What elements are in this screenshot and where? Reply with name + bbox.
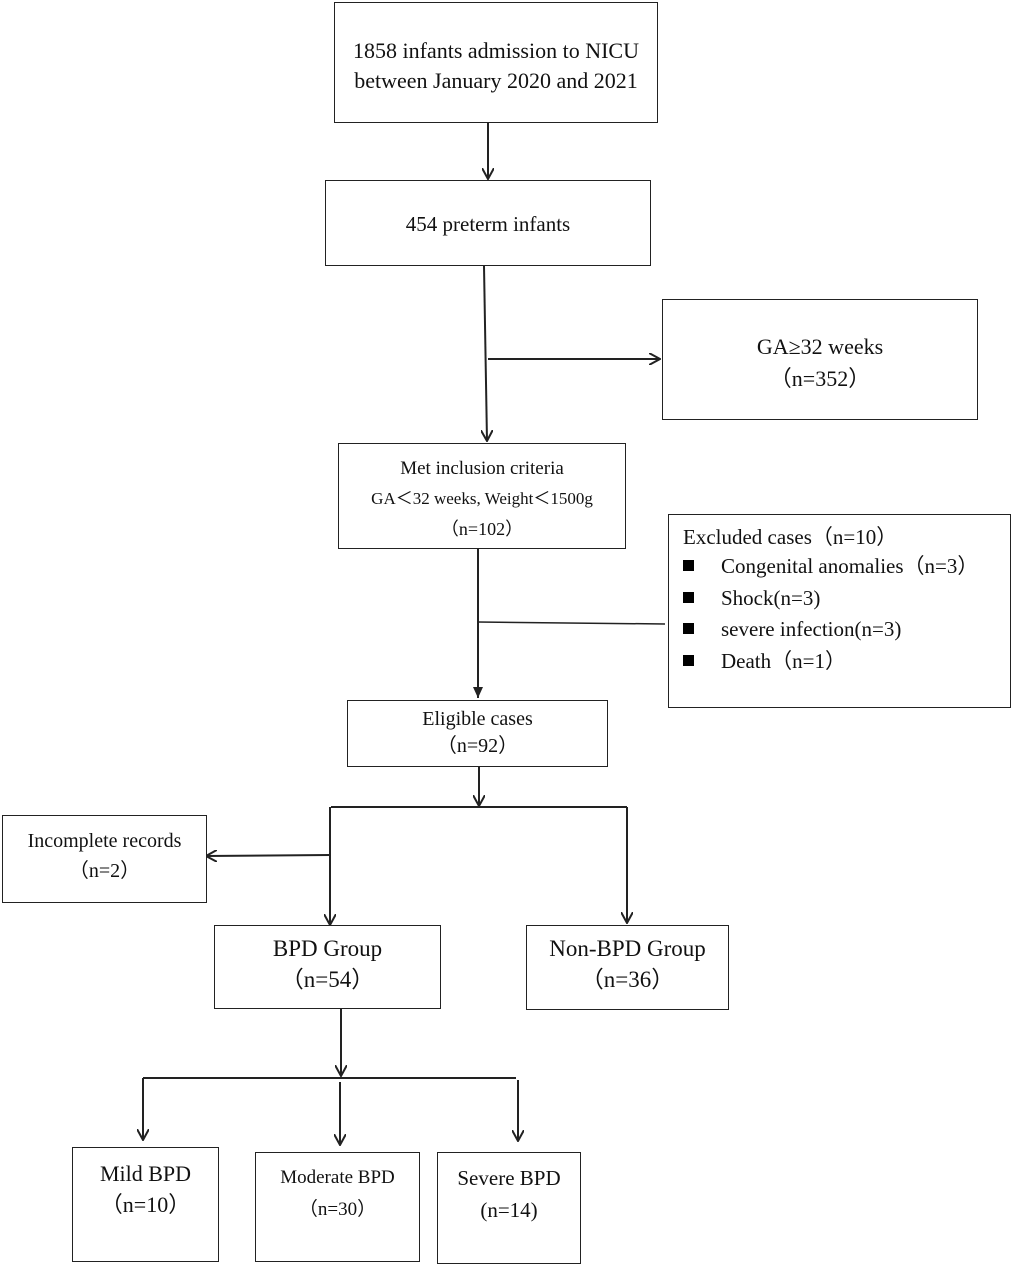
incomplete-line2: （n=2） bbox=[68, 860, 141, 882]
preterm-label: 454 preterm infants bbox=[405, 212, 571, 236]
arrow-to-incomplete bbox=[206, 855, 331, 856]
ga-excluded-box: GA≥32 weeks （n=352） bbox=[662, 299, 978, 420]
inclusion-line3: （n=102） bbox=[440, 519, 524, 539]
bpd-line2: （n=54） bbox=[280, 967, 375, 992]
non-bpd-line2: （n=36） bbox=[580, 967, 675, 992]
excluded-title: Excluded cases（n=10） bbox=[683, 525, 898, 549]
severe-bpd-box: Severe BPD (n=14) bbox=[437, 1152, 581, 1264]
non-bpd-group-box: Non-BPD Group （n=36） bbox=[526, 925, 729, 1010]
ga-excluded-line2: （n=352） bbox=[769, 366, 871, 391]
inclusion-line1: Met inclusion criteria bbox=[400, 458, 564, 479]
admission-line1: 1858 infants admission to NICU bbox=[353, 38, 639, 63]
preterm-box: 454 preterm infants bbox=[325, 180, 651, 266]
non-bpd-line1: Non-BPD Group bbox=[549, 936, 706, 961]
admission-box: 1858 infants admission to NICU between J… bbox=[334, 2, 658, 123]
mild-line1: Mild BPD bbox=[99, 1161, 192, 1186]
incomplete-box: Incomplete records （n=2） bbox=[2, 815, 207, 903]
excluded-item: severe infection(n=3) bbox=[683, 614, 978, 646]
eligible-box: Eligible cases （n=92） bbox=[347, 700, 608, 767]
inclusion-line2: GA＜32 weeks, Weight＜1500g bbox=[371, 489, 593, 508]
moderate-line2: （n=30） bbox=[298, 1199, 377, 1220]
moderate-bpd-box: Moderate BPD （n=30） bbox=[255, 1152, 420, 1262]
eligible-line2: （n=92） bbox=[436, 735, 519, 757]
excluded-cases-box: Excluded cases（n=10） Congenital anomalie… bbox=[668, 514, 1011, 708]
ga-excluded-line1: GA≥32 weeks bbox=[756, 334, 884, 359]
bpd-group-box: BPD Group （n=54） bbox=[214, 925, 441, 1009]
mild-line2: （n=10） bbox=[100, 1192, 191, 1217]
severe-line2: (n=14) bbox=[480, 1198, 538, 1222]
excluded-item: Death（n=1） bbox=[683, 646, 978, 678]
line-to-excluded bbox=[477, 621, 666, 625]
mild-bpd-box: Mild BPD （n=10） bbox=[72, 1147, 219, 1262]
bullet-square-icon bbox=[683, 623, 694, 634]
eligible-line1: Eligible cases bbox=[422, 708, 533, 730]
bullet-square-icon bbox=[683, 654, 694, 666]
severe-line1: Severe BPD bbox=[457, 1166, 561, 1190]
admission-line2: between January 2020 and 2021 bbox=[354, 68, 638, 93]
excluded-item: Congenital anomalies（n=3） bbox=[683, 551, 978, 583]
bullet-square-icon bbox=[683, 560, 694, 571]
excluded-item: Shock(n=3) bbox=[683, 583, 978, 615]
bullet-square-icon bbox=[683, 591, 694, 603]
bpd-line1: BPD Group bbox=[272, 936, 383, 961]
arrow-preterm-to-inclusion bbox=[484, 265, 487, 441]
inclusion-box: Met inclusion criteria GA＜32 weeks, Weig… bbox=[338, 443, 626, 549]
excluded-list: Congenital anomalies（n=3） Shock(n=3) sev… bbox=[683, 551, 978, 677]
moderate-line1: Moderate BPD bbox=[280, 1167, 395, 1188]
incomplete-line1: Incomplete records bbox=[27, 830, 182, 852]
